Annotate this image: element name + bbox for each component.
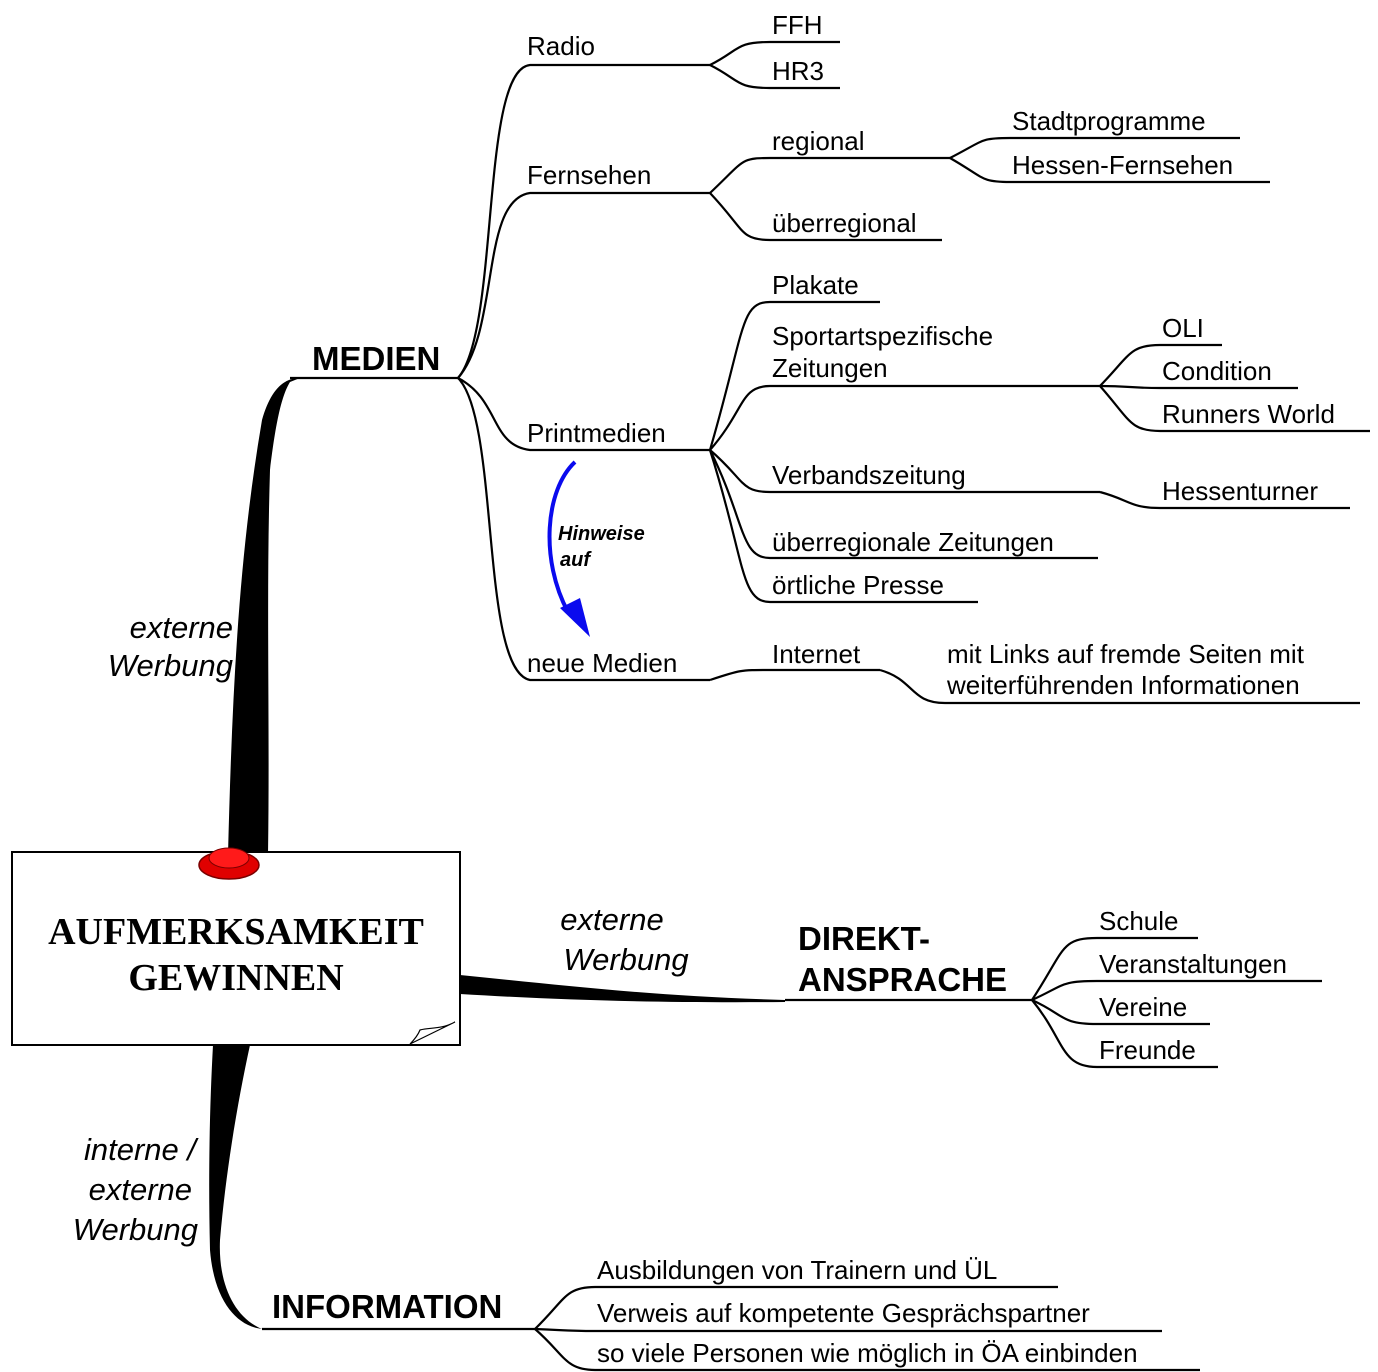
node-oertliche-presse: örtliche Presse xyxy=(772,570,944,600)
branch-title-information: INFORMATION xyxy=(272,1288,502,1325)
node-runners-world: Runners World xyxy=(1162,399,1335,429)
node-sportart-line1: Sportartspezifische xyxy=(772,321,993,351)
node-stadtprogramme: Stadtprogramme xyxy=(1012,106,1206,136)
node-oli: OLI xyxy=(1162,313,1204,343)
relation-direkt-line1: externe xyxy=(560,902,663,937)
node-hessen-fernsehen: Hessen-Fernsehen xyxy=(1012,150,1233,180)
direkt-connectors xyxy=(785,936,1322,1069)
node-verbandszeitung: Verbandszeitung xyxy=(772,460,966,490)
branch-title-direkt-line1: DIREKT- xyxy=(798,920,930,957)
page-curl-icon xyxy=(409,1021,456,1045)
trunk-medien xyxy=(228,378,300,855)
node-links-line2: weiterführenden Informationen xyxy=(946,670,1300,700)
node-schule: Schule xyxy=(1099,906,1179,936)
medien-connectors xyxy=(290,40,1370,705)
center-note xyxy=(11,851,461,1046)
hint-label-line2: auf xyxy=(560,549,592,571)
node-internet: Internet xyxy=(772,639,861,669)
relation-info-line3: Werbung xyxy=(73,1212,198,1247)
node-hessenturner: Hessenturner xyxy=(1162,476,1318,506)
node-personen: so viele Personen wie möglich in ÖA einb… xyxy=(597,1338,1138,1368)
node-plakate: Plakate xyxy=(772,270,859,300)
node-ueberregionale-zeitungen: überregionale Zeitungen xyxy=(772,527,1054,557)
relation-info-line1: interne / xyxy=(84,1132,199,1167)
node-ffh: FFH xyxy=(772,10,823,40)
node-sportart-line2: Zeitungen xyxy=(772,353,888,383)
hint-label-line1: Hinweise xyxy=(558,523,645,545)
node-vereine: Vereine xyxy=(1099,992,1187,1022)
relation-medien-line2: Werbung xyxy=(108,648,233,683)
node-ausbildungen: Ausbildungen von Trainern und ÜL xyxy=(597,1255,997,1285)
relation-info-line2: externe xyxy=(89,1172,192,1207)
branch-title-direkt-line2: ANSPRACHE xyxy=(798,961,1007,998)
node-links-line1: mit Links auf fremde Seiten mit xyxy=(947,639,1305,669)
node-verweis: Verweis auf kompetente Gesprächspartner xyxy=(597,1298,1090,1328)
node-freunde: Freunde xyxy=(1099,1035,1196,1065)
center-title-line1: AUFMERKSAMKEIT xyxy=(48,911,424,953)
trunk-direktansprache xyxy=(460,975,785,1003)
relation-direkt-line2: Werbung xyxy=(563,942,688,977)
node-radio: Radio xyxy=(527,31,595,61)
relation-medien-line1: externe xyxy=(130,610,233,645)
hint-arrow xyxy=(547,460,590,637)
center-title-line2: GEWINNEN xyxy=(128,957,343,999)
trunk-information xyxy=(209,1045,262,1329)
node-neue-medien: neue Medien xyxy=(527,648,677,678)
information-connectors xyxy=(262,1285,1200,1372)
node-hr3: HR3 xyxy=(772,56,824,86)
node-regional: regional xyxy=(772,126,865,156)
branch-title-medien: MEDIEN xyxy=(312,340,440,377)
node-veranstaltungen: Veranstaltungen xyxy=(1099,949,1287,979)
node-fernsehen: Fernsehen xyxy=(527,160,651,190)
node-ueberregional: überregional xyxy=(772,208,917,238)
node-printmedien: Printmedien xyxy=(527,418,666,448)
node-condition: Condition xyxy=(1162,356,1272,386)
pushpin-icon xyxy=(198,847,260,880)
